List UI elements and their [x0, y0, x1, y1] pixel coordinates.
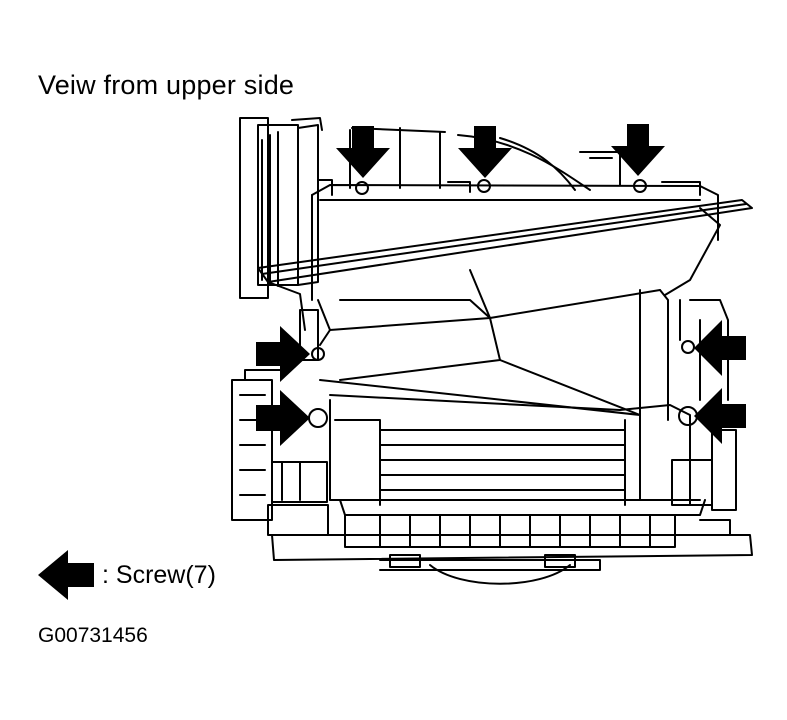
figure-id: G00731456 [38, 624, 148, 647]
support-bracket [257, 199, 753, 331]
upper-housing [311, 127, 719, 301]
left-side-parts [231, 309, 329, 536]
screw-arrow-right-2 [694, 388, 746, 444]
legend: : Screw(7) [36, 548, 216, 602]
screw-arrow-left-1 [256, 326, 310, 382]
legend-label: : Screw(7) [102, 560, 216, 589]
screw-arrow-top-2 [458, 126, 512, 178]
right-side-parts [671, 299, 737, 511]
screw-arrow-right-1 [694, 320, 746, 376]
arrow-left-icon [38, 550, 94, 600]
screw-arrows [256, 124, 746, 446]
bottom-blower [271, 499, 753, 585]
screw-arrow-top-3 [611, 124, 665, 176]
main-body [317, 269, 701, 506]
screw-holes [308, 179, 698, 428]
view-title: Veiw from upper side [38, 70, 295, 100]
screw-arrow-top-1 [336, 126, 390, 178]
screw-arrow-left-2 [256, 390, 310, 446]
